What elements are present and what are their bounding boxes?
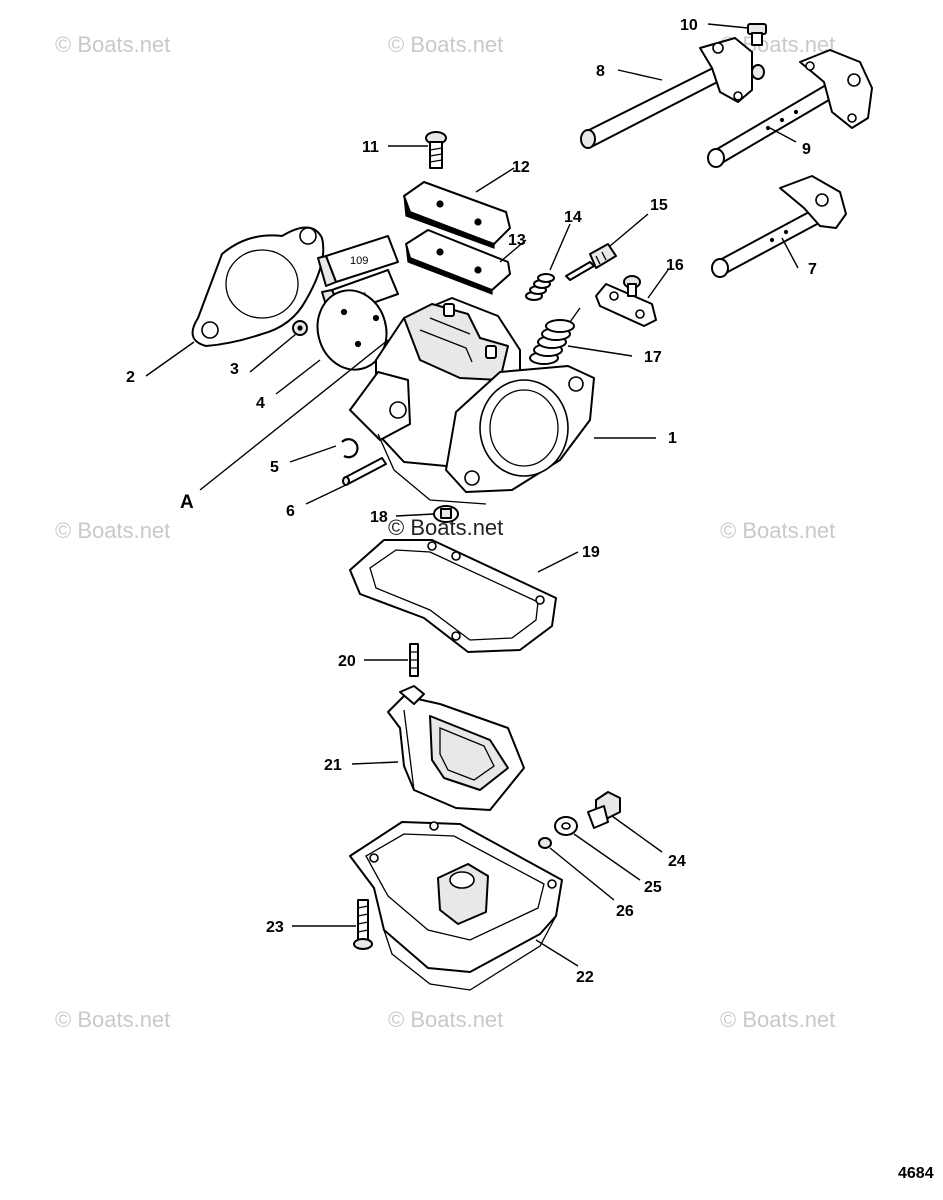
tube-label-109: 109 [350,255,368,267]
callout-18: 18 [370,509,388,526]
part-screw-23 [353,899,373,950]
callout-1: 1 [668,430,677,447]
callout-11: 11 [362,139,379,156]
part-pin-20 [409,643,419,677]
callout-15: 15 [650,197,668,214]
callout-14: 14 [564,209,582,226]
callout-4: 4 [256,395,265,412]
part-bowl-gasket-19 [349,539,557,653]
watermark: © Boats.net [720,518,835,543]
callout-9: 9 [802,141,811,158]
leader-lines [145,23,799,967]
part-plate-disk-4 [316,289,388,371]
watermark: © Boats.net [55,1007,170,1032]
watermark: © Boats.net [55,32,170,57]
part-float-21 [387,685,525,811]
part-choke-shaft-9 [707,49,873,168]
part-needle-screw-15 [565,243,617,281]
callout-12: 12 [512,159,530,176]
part-float-bowl-22 [349,821,563,991]
watermark: © Boats.net [388,1007,503,1032]
callout-10: 10 [680,17,698,34]
part-spring-17 [529,307,581,365]
part-washer-25 [554,816,578,836]
part-plate-16 [595,275,657,327]
callout-19: 19 [582,544,600,561]
part-plug-24 [587,791,621,829]
part-spring-14 [525,273,555,301]
part-jet-26 [538,837,552,849]
part-seal-18 [433,505,459,523]
figure-number: 4684 [898,1165,934,1182]
callout-16: 16 [666,257,684,274]
part-throttle-shaft-8 [580,37,765,149]
part-shaft-7 [711,175,847,278]
part-screw-10 [747,23,767,46]
watermark-layer: © Boats.net © Boats.net © Boats.net © Bo… [55,32,835,1032]
callout-23: 23 [266,919,284,936]
callout-6: 6 [286,503,295,520]
detail-label-a: A [180,492,194,513]
callout-8: 8 [596,63,605,80]
part-screw-11 [425,131,447,169]
watermark: © Boats.net [720,1007,835,1032]
part-gasket-13 [405,229,511,295]
callout-7: 7 [808,261,817,278]
part-plate-12 [403,181,511,249]
part-clip-5 [341,438,359,459]
watermark: © Boats.net [388,32,503,57]
callout-24: 24 [668,853,686,870]
callout-2: 2 [126,369,135,386]
part-flange-gasket-2 [191,226,325,347]
callout-22: 22 [576,969,594,986]
part-pin-6 [342,457,387,486]
callout-3: 3 [230,361,239,378]
part-nut-3 [292,320,308,336]
callout-21: 21 [324,757,342,774]
callout-17: 17 [644,349,662,366]
watermark: © Boats.net [55,518,170,543]
callout-20: 20 [338,653,356,670]
callout-labels: 1 2 3 4 5 6 7 8 9 10 11 12 13 14 15 16 1… [126,17,817,986]
callout-5: 5 [270,459,279,476]
part-carburetor-body-1 [349,297,595,505]
callout-26: 26 [616,903,634,920]
callout-25: 25 [644,879,662,896]
callout-13: 13 [508,232,526,249]
